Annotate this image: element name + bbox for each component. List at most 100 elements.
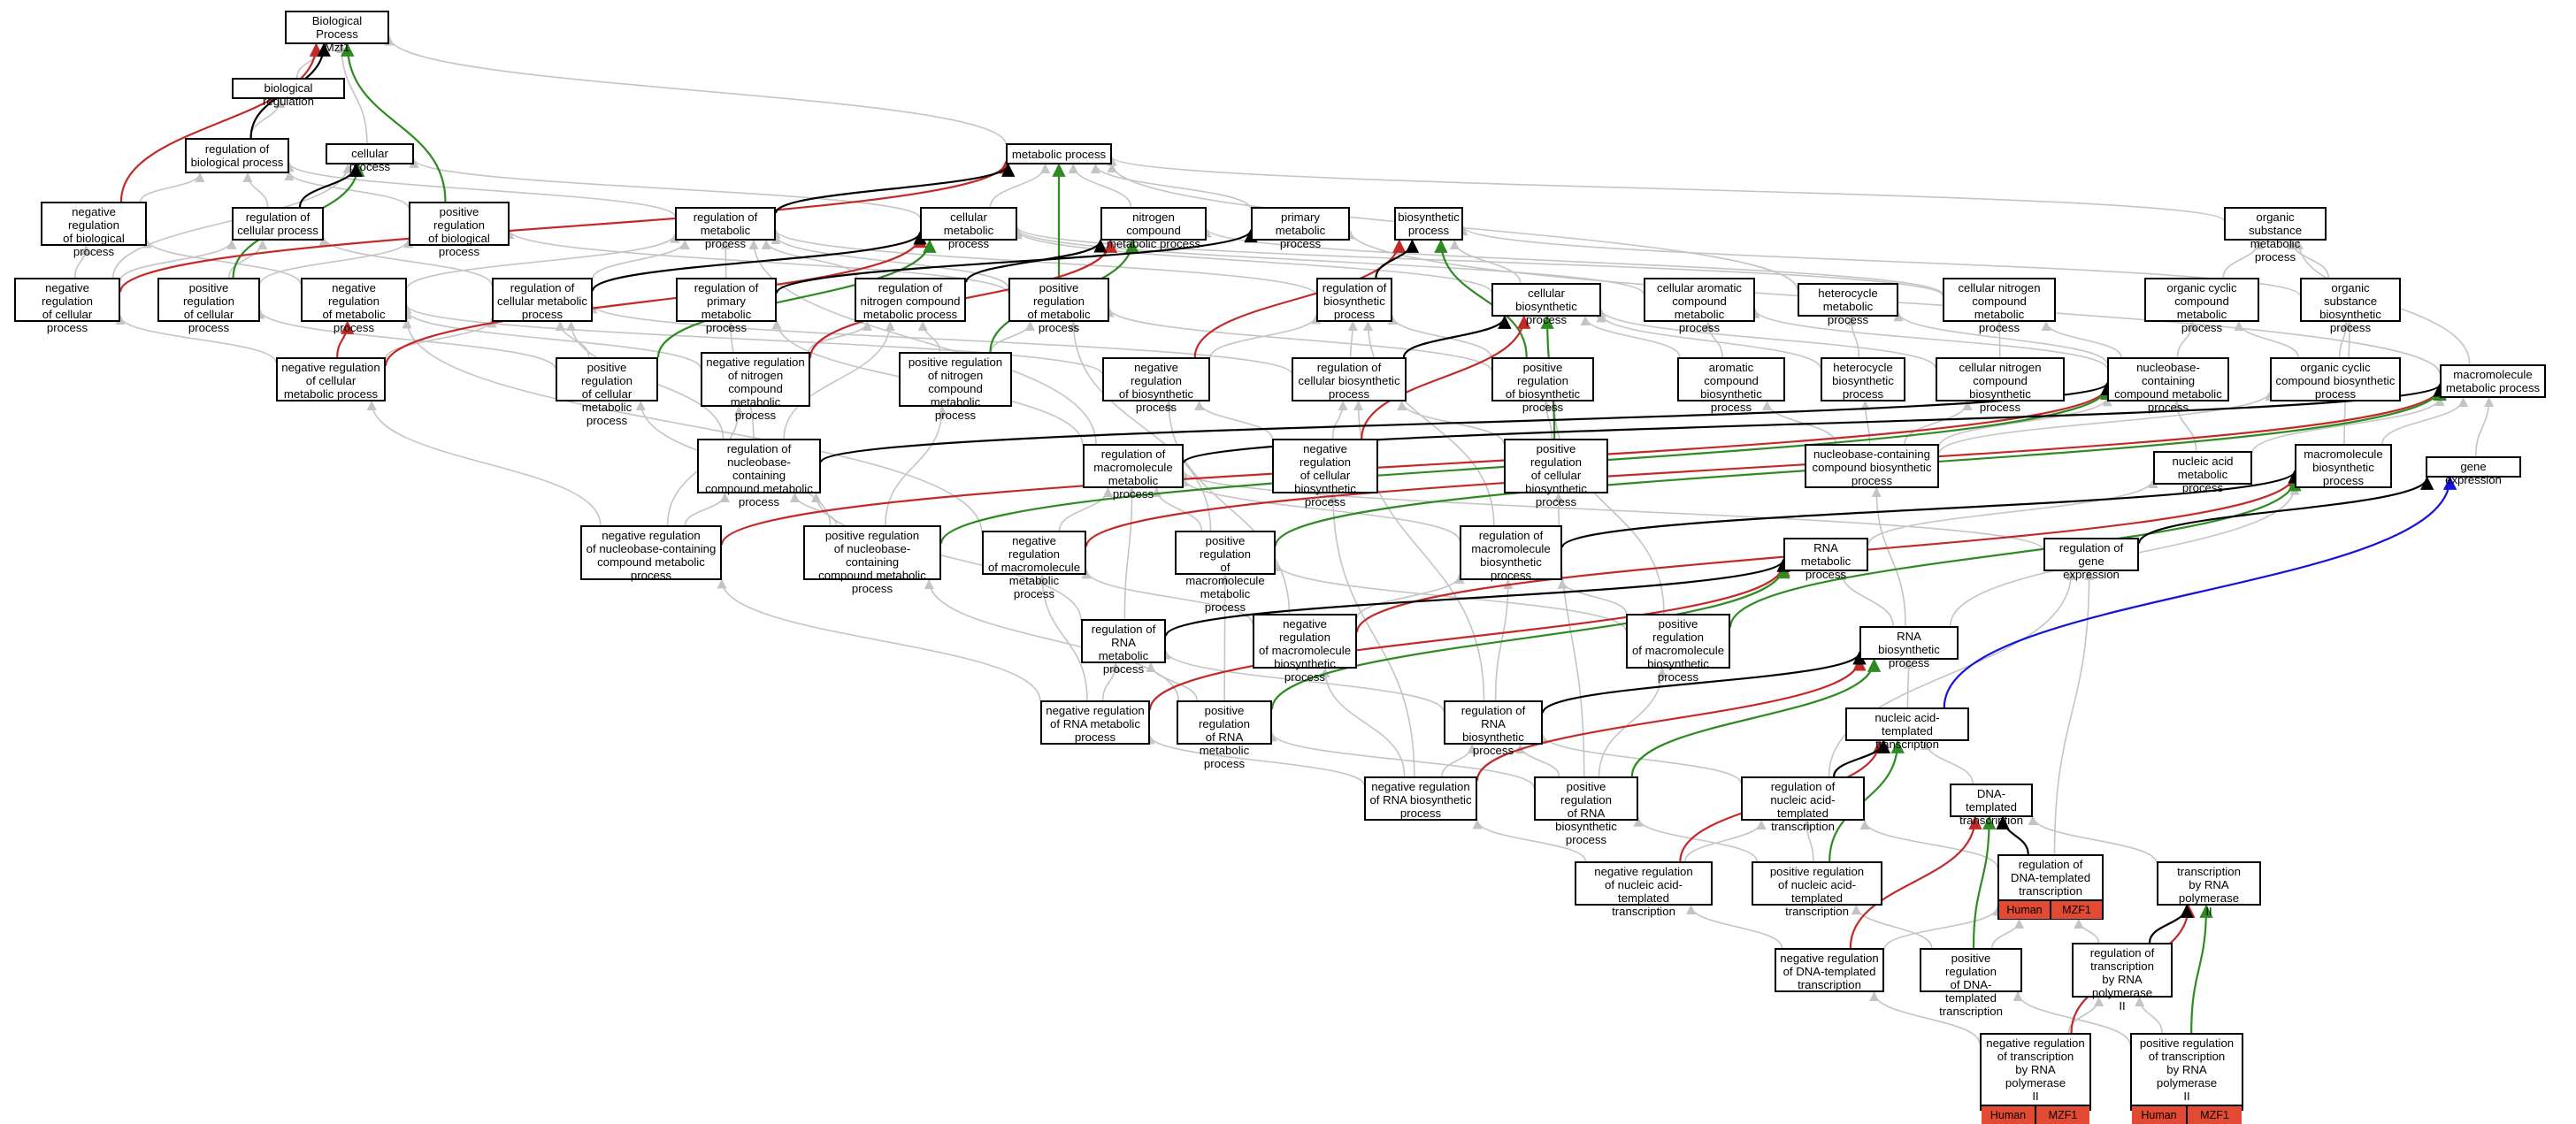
go-term-label-line: process <box>1711 401 1752 414</box>
go-term-label-line: negative regulation <box>1371 780 1469 793</box>
go-term-geneexp[interactable]: gene expression <box>2426 456 2521 478</box>
edge-gray <box>1200 401 1272 439</box>
go-term-label-line: Biological Process <box>290 14 384 41</box>
go-term-label-line: process <box>1658 670 1698 684</box>
go-term-label-line: negative regulation <box>602 529 700 542</box>
go-term-biolreg[interactable]: biological regulation <box>232 78 345 99</box>
edge-gray <box>1073 164 1131 207</box>
go-term-label: metabolic process <box>1008 145 1110 163</box>
go-term-label-line: organic substance <box>2229 210 2321 237</box>
go-term-label-line: heterocycle <box>1818 287 1877 300</box>
go-term-cellproc[interactable]: cellular process <box>326 143 414 164</box>
edge-green <box>1974 817 1990 948</box>
go-term-label-line: of macromolecule <box>1180 561 1270 587</box>
go-term-metproc[interactable]: metabolic process <box>1006 143 1112 164</box>
go-term-label-line: nitrogen compound <box>861 294 961 308</box>
edge-gray <box>809 322 867 352</box>
go-term-label-line: biosynthetic <box>2319 308 2381 321</box>
go-term-label-line: of transcription <box>2149 1050 2226 1063</box>
go-term-label-line: transcription <box>1959 814 2023 827</box>
